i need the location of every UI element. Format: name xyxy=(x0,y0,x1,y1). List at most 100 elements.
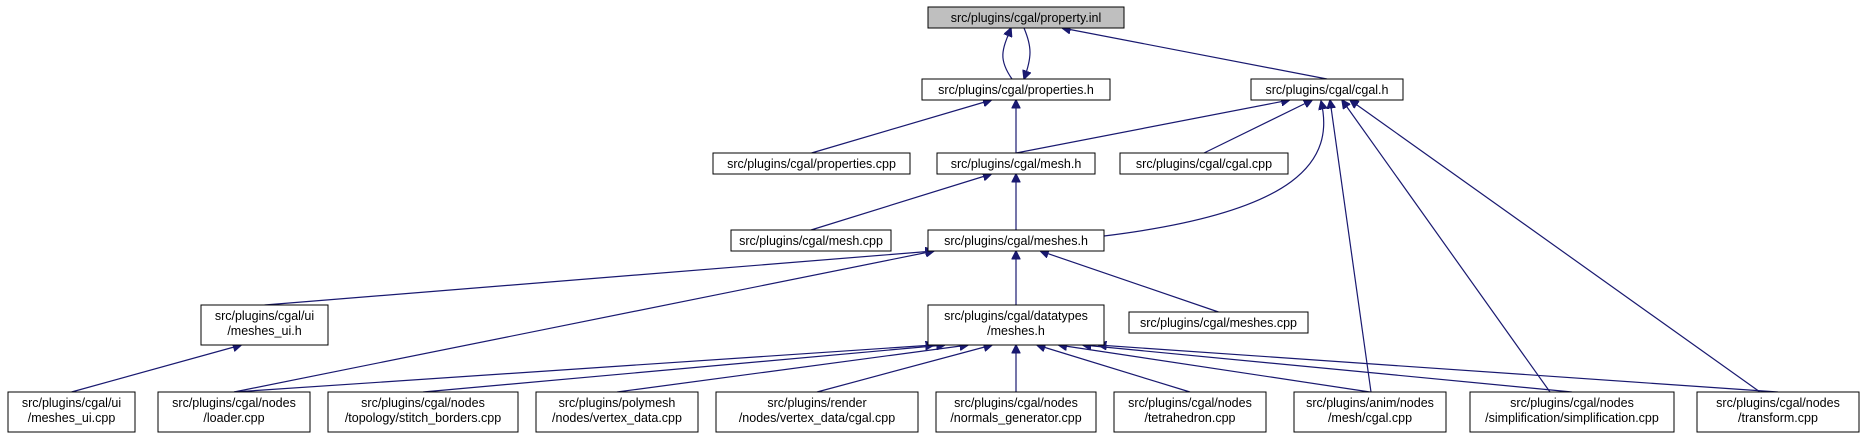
edge-anim_mesh_cgal_cpp-to-datatypes_meshes_h xyxy=(1058,345,1371,393)
node-label-line: /meshes_ui.cpp xyxy=(28,411,116,425)
node-label-line: src/plugins/cgal/nodes xyxy=(172,396,296,410)
node-box xyxy=(1469,391,1675,433)
edge-ui_meshes_ui_h-to-meshes_h xyxy=(264,251,935,306)
nodes-layer: src/plugins/cgal/property.inl src/plugins… xyxy=(7,6,1860,433)
node-cgal-h[interactable]: src/plugins/cgal/cgal.h xyxy=(1250,78,1404,101)
edge-nodes_loader_cpp-to-datatypes_meshes_h xyxy=(233,345,934,393)
edge-properties_cpp-to-properties_h xyxy=(811,100,992,154)
edge-nodes_simplification_cpp-to-cgal_h xyxy=(1342,100,1551,393)
node-meshes-cpp[interactable]: src/plugins/cgal/meshes.cpp xyxy=(1128,311,1309,334)
edge-meshes_h-to-cgal_h xyxy=(1103,101,1324,237)
node-label-line: src/plugins/cgal/ui xyxy=(215,309,314,323)
edge-mesh_h-to-cgal_h xyxy=(1015,100,1290,154)
edge-meshes_cpp-to-meshes_h xyxy=(1040,251,1219,313)
node-box xyxy=(200,304,329,346)
edge-property_inl-to-properties_h xyxy=(1024,27,1030,79)
edge-render_vertex_data_cgal_cpp-to-datatypes_meshes_h xyxy=(816,345,992,393)
node-box xyxy=(935,391,1097,433)
edge-nodes_tetrahedron_cpp-to-datatypes_meshes_h xyxy=(1037,345,1191,393)
node-cgal-cpp[interactable]: src/plugins/cgal/cgal.cpp xyxy=(1119,152,1289,175)
node-label-line: /meshes_ui.h xyxy=(227,324,301,338)
node-label-line: /loader.cpp xyxy=(203,411,264,425)
node-label-line: src/plugins/cgal/nodes xyxy=(954,396,1078,410)
node-datatypes-meshes-h[interactable]: src/plugins/cgal/datatypes/meshes.h xyxy=(927,304,1105,346)
node-box xyxy=(921,78,1111,101)
edge-nodes_simplification_cpp-to-datatypes_meshes_h xyxy=(1083,345,1573,393)
node-label-line: src/plugins/cgal/datatypes xyxy=(944,309,1088,323)
node-polymesh-vertex-data-cpp[interactable]: src/plugins/polymesh/nodes/vertex_data.c… xyxy=(535,391,699,433)
node-label-line: src/plugins/cgal/cgal.cpp xyxy=(1136,157,1272,171)
node-label-line: src/plugins/cgal/property.inl xyxy=(951,11,1102,25)
node-label-line: /transform.cpp xyxy=(1738,411,1818,425)
node-mesh-cpp[interactable]: src/plugins/cgal/mesh.cpp xyxy=(730,229,892,252)
node-label-line: src/plugins/cgal/meshes.h xyxy=(944,234,1088,248)
node-label-line: src/plugins/cgal/properties.cpp xyxy=(727,157,896,171)
edges-layer xyxy=(71,27,1779,393)
node-nodes-transform-cpp[interactable]: src/plugins/cgal/nodes/transform.cpp xyxy=(1696,391,1860,433)
node-label-line: src/plugins/cgal/meshes.cpp xyxy=(1140,316,1297,330)
node-label-line: src/plugins/cgal/mesh.cpp xyxy=(739,234,883,248)
node-label-line: src/plugins/cgal/nodes xyxy=(1510,396,1634,410)
node-box xyxy=(535,391,699,433)
node-ui-meshes-ui-cpp[interactable]: src/plugins/cgal/ui/meshes_ui.cpp xyxy=(7,391,136,433)
node-box xyxy=(712,152,911,175)
node-box xyxy=(1250,78,1404,101)
node-label-line: /topology/stitch_borders.cpp xyxy=(345,411,501,425)
node-label-line: src/plugins/cgal/properties.h xyxy=(938,83,1094,97)
node-box xyxy=(936,152,1096,175)
node-label-line: /meshes.h xyxy=(987,324,1045,338)
edge-mesh_cpp-to-mesh_h xyxy=(810,174,991,231)
node-label-line: src/plugins/cgal/nodes xyxy=(1716,396,1840,410)
node-ui-meshes-ui-h[interactable]: src/plugins/cgal/ui/meshes_ui.h xyxy=(200,304,329,346)
node-box xyxy=(157,391,311,433)
edge-polymesh_vertex_data_cpp-to-datatypes_meshes_h xyxy=(616,345,968,393)
node-box xyxy=(7,391,136,433)
node-box xyxy=(1128,311,1309,334)
edge-nodes_loader_cpp-to-meshes_h xyxy=(233,251,934,393)
node-property-inl[interactable]: src/plugins/cgal/property.inl xyxy=(927,6,1125,29)
edge-nodes_stitch_borders_cpp-to-datatypes_meshes_h xyxy=(422,345,945,393)
node-label-line: /tetrahedron.cpp xyxy=(1144,411,1235,425)
node-label-line: src/plugins/cgal/ui xyxy=(22,396,121,410)
node-label-line: src/plugins/cgal/nodes xyxy=(361,396,485,410)
node-label-line: src/plugins/cgal/cgal.h xyxy=(1266,83,1389,97)
node-box xyxy=(1113,391,1267,433)
node-label-line: src/plugins/render xyxy=(767,396,866,410)
node-mesh-h[interactable]: src/plugins/cgal/mesh.h xyxy=(936,152,1096,175)
node-nodes-stitch-borders-cpp[interactable]: src/plugins/cgal/nodes/topology/stitch_b… xyxy=(327,391,519,433)
node-box xyxy=(715,391,919,433)
node-anim-mesh-cgal-cpp[interactable]: src/plugins/anim/nodes/mesh/cgal.cpp xyxy=(1293,391,1447,433)
node-box xyxy=(927,6,1125,29)
node-box xyxy=(1696,391,1860,433)
node-label-line: src/plugins/cgal/mesh.h xyxy=(951,157,1082,171)
node-label-line: /nodes/vertex_data.cpp xyxy=(552,411,682,425)
node-label-line: /nodes/vertex_data/cgal.cpp xyxy=(739,411,895,425)
node-box xyxy=(927,304,1105,346)
edge-nodes_transform_cpp-to-datatypes_meshes_h xyxy=(1098,345,1779,393)
node-box xyxy=(327,391,519,433)
node-nodes-tetrahedron-cpp[interactable]: src/plugins/cgal/nodes/tetrahedron.cpp xyxy=(1113,391,1267,433)
node-label-line: /normals_generator.cpp xyxy=(950,411,1081,425)
edge-cgal_h-to-property_inl xyxy=(1062,28,1328,80)
node-box xyxy=(927,229,1105,252)
node-label-line: src/plugins/anim/nodes xyxy=(1306,396,1434,410)
node-properties-h[interactable]: src/plugins/cgal/properties.h xyxy=(921,78,1111,101)
node-label-line: /simplification/simplification.cpp xyxy=(1485,411,1659,425)
edge-nodes_transform_cpp-to-cgal_h xyxy=(1350,100,1761,393)
edge-properties_h-to-property_inl xyxy=(1002,28,1013,80)
edge-anim_mesh_cgal_cpp-to-cgal_h xyxy=(1330,100,1372,393)
node-label-line: /mesh/cgal.cpp xyxy=(1328,411,1412,425)
node-box xyxy=(1293,391,1447,433)
node-label-line: src/plugins/cgal/nodes xyxy=(1128,396,1252,410)
node-properties-cpp[interactable]: src/plugins/cgal/properties.cpp xyxy=(712,152,911,175)
edge-cgal_cpp-to-cgal_h xyxy=(1203,100,1312,154)
node-box xyxy=(1119,152,1289,175)
node-nodes-simplification-cpp[interactable]: src/plugins/cgal/nodes/simplification/si… xyxy=(1469,391,1675,433)
edge-ui_meshes_ui_cpp-to-ui_meshes_ui_h xyxy=(71,345,242,393)
node-meshes-h[interactable]: src/plugins/cgal/meshes.h xyxy=(927,229,1105,252)
node-nodes-loader-cpp[interactable]: src/plugins/cgal/nodes/loader.cpp xyxy=(157,391,311,433)
node-render-vertex-data-cgal-cpp[interactable]: src/plugins/render/nodes/vertex_data/cga… xyxy=(715,391,919,433)
node-box xyxy=(730,229,892,252)
node-nodes-normals-generator-cpp[interactable]: src/plugins/cgal/nodes/normals_generator… xyxy=(935,391,1097,433)
